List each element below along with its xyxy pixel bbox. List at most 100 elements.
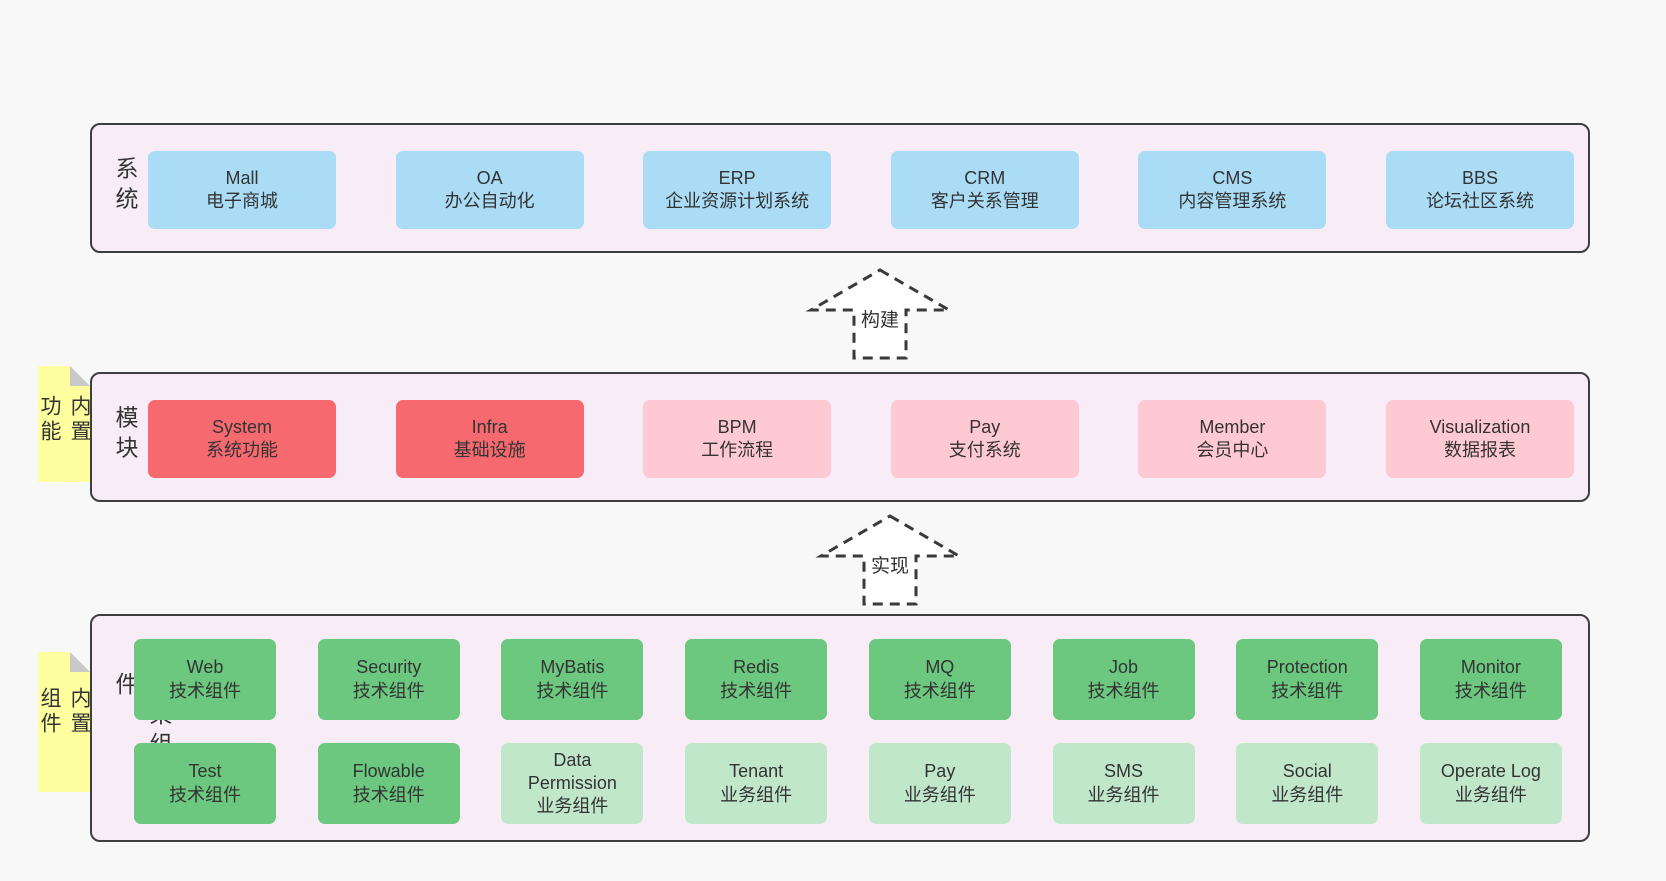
- sticky-features-label: 内置功能: [38, 395, 91, 445]
- box-subtitle: 会员中心: [1196, 440, 1269, 460]
- box-subtitle: 业务组件: [1271, 784, 1344, 805]
- arrow-build: 构建: [805, 266, 955, 362]
- box-title: CRM: [964, 167, 1006, 188]
- box-monitor: Monitor 技术组件: [1419, 639, 1562, 720]
- box-subtitle: 技术组件: [352, 680, 425, 701]
- box-title: BPM: [717, 416, 757, 437]
- box-title: CMS: [1212, 167, 1253, 188]
- box-pay-component: Pay 业务组件: [868, 743, 1011, 824]
- box-mybatis: MyBatis 技术组件: [501, 639, 644, 720]
- box-subtitle: 技术组件: [352, 784, 425, 805]
- box-pay-module: Pay 支付系统: [890, 400, 1079, 478]
- framework-box-row-1: Web 技术组件 Security 技术组件 MyBatis 技术组件 Redi…: [134, 639, 1562, 720]
- box-subtitle: 内容管理系统: [1178, 191, 1287, 211]
- box-redis: Redis 技术组件: [685, 639, 828, 720]
- box-subtitle: 业务组件: [1087, 784, 1160, 805]
- box-subtitle: 基础设施: [453, 440, 526, 460]
- arrow-implement: 实现: [815, 512, 965, 608]
- box-infra: Infra 基础设施: [395, 400, 584, 478]
- box-title: Operate Log: [1440, 761, 1541, 782]
- box-test: Test 技术组件: [134, 743, 276, 824]
- box-subtitle: 技术组件: [720, 680, 793, 701]
- sticky-fold-icon: [70, 652, 90, 672]
- box-title: Mall: [225, 167, 259, 188]
- sticky-components-label: 内置组件: [38, 687, 91, 737]
- box-title: Pay: [924, 761, 956, 782]
- box-title: Job: [1109, 657, 1139, 678]
- box-data-permission: Data Permission 业务组件: [501, 743, 644, 824]
- box-subtitle: 技术组件: [169, 680, 241, 701]
- box-security: Security 技术组件: [317, 639, 460, 720]
- sticky-note-builtin-features: 内置功能: [38, 366, 90, 482]
- box-title: ERP: [718, 167, 756, 188]
- box-subtitle: 业务组件: [1454, 784, 1527, 805]
- box-subtitle: 技术组件: [1087, 680, 1160, 701]
- arrow-implement-label: 实现: [871, 555, 909, 577]
- box-title: Data Permission: [527, 749, 617, 793]
- box-title: MyBatis: [540, 657, 605, 678]
- box-crm: CRM 客户关系管理: [890, 151, 1079, 229]
- box-subtitle: 技术组件: [903, 680, 976, 701]
- box-oa: OA 办公自动化: [395, 151, 584, 229]
- box-title: OA: [476, 167, 503, 188]
- box-title: Visualization: [1429, 416, 1531, 437]
- box-protection: Protection 技术组件: [1236, 639, 1379, 720]
- framework-box-row-2: Test 技术组件 Flowable 技术组件 Data Permission …: [134, 743, 1562, 824]
- arrow-build-label: 构建: [861, 309, 899, 331]
- box-subtitle: 技术组件: [1454, 680, 1527, 701]
- box-title: Social: [1282, 761, 1332, 782]
- box-title: MQ: [925, 657, 955, 678]
- box-subtitle: 电子商城: [206, 191, 278, 211]
- box-title: Test: [188, 761, 222, 782]
- band-business-systems: 业务系统 Mall 电子商城 OA 办公自动化 ERP 企业资源计划系统 CRM…: [90, 123, 1590, 253]
- box-subtitle: 技术组件: [536, 680, 609, 701]
- box-subtitle: 数据报表: [1443, 440, 1516, 460]
- box-tenant: Tenant 业务组件: [685, 743, 828, 824]
- box-erp: ERP 企业资源计划系统: [643, 151, 832, 229]
- box-subtitle: 业务组件: [903, 784, 976, 805]
- sticky-fold-icon: [70, 366, 90, 386]
- box-title: Protection: [1266, 657, 1348, 678]
- band-common-modules: 通用模块 System 系统功能 Infra 基础设施 BPM 工作流程 Pay…: [90, 372, 1590, 502]
- box-member: Member 会员中心: [1138, 400, 1327, 478]
- box-subtitle: 办公自动化: [444, 191, 535, 211]
- box-title: Member: [1199, 416, 1266, 437]
- box-title: Infra: [471, 416, 508, 437]
- box-subtitle: 论坛社区系统: [1425, 191, 1534, 211]
- box-title: Monitor: [1460, 657, 1521, 678]
- box-bpm: BPM 工作流程: [643, 400, 832, 478]
- box-job: Job 技术组件: [1052, 639, 1195, 720]
- box-bbs: BBS 论坛社区系统: [1385, 151, 1574, 229]
- box-subtitle: 技术组件: [169, 784, 241, 805]
- box-subtitle: 业务组件: [720, 784, 793, 805]
- box-subtitle: 工作流程: [701, 440, 774, 460]
- box-title: SMS: [1104, 761, 1144, 782]
- box-title: Security: [356, 657, 422, 678]
- box-title: Pay: [969, 416, 1001, 437]
- box-flowable: Flowable 技术组件: [317, 743, 460, 824]
- box-cms: CMS 内容管理系统: [1138, 151, 1327, 229]
- box-system: System 系统功能: [148, 400, 336, 478]
- box-sms: SMS 业务组件: [1052, 743, 1195, 824]
- box-subtitle: 业务组件: [536, 796, 609, 817]
- box-mall: Mall 电子商城: [148, 151, 336, 229]
- box-subtitle: 客户关系管理: [930, 191, 1039, 211]
- box-subtitle: 企业资源计划系统: [665, 191, 810, 211]
- modules-box-row: System 系统功能 Infra 基础设施 BPM 工作流程 Pay 支付系统…: [148, 400, 1574, 478]
- box-operate-log: Operate Log 业务组件: [1419, 743, 1562, 824]
- dashed-up-arrow-icon: 实现: [815, 514, 965, 606]
- box-title: System: [211, 416, 272, 437]
- box-title: Web: [186, 657, 224, 678]
- business-box-row: Mall 电子商城 OA 办公自动化 ERP 企业资源计划系统 CRM 客户关系…: [148, 151, 1574, 229]
- box-title: Flowable: [352, 761, 425, 782]
- sticky-note-builtin-components: 内置组件: [38, 652, 90, 792]
- box-subtitle: 支付系统: [948, 440, 1021, 460]
- box-social: Social 业务组件: [1236, 743, 1379, 824]
- box-subtitle: 系统功能: [206, 440, 278, 460]
- box-subtitle: 技术组件: [1271, 680, 1344, 701]
- box-mq: MQ 技术组件: [868, 639, 1011, 720]
- dashed-up-arrow-icon: 构建: [805, 268, 955, 360]
- box-title: Redis: [733, 657, 780, 678]
- box-title: BBS: [1461, 167, 1498, 188]
